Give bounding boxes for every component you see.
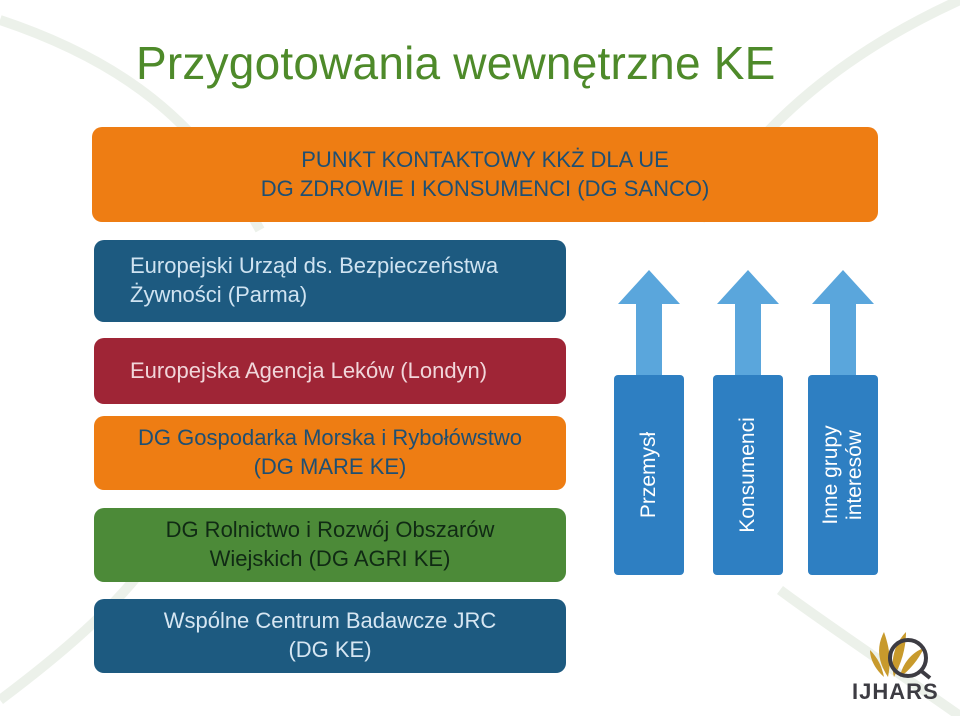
efsa-box: Europejski Urząd ds. Bezpieczeństwa Żywn… [94,240,566,322]
ema-line1: Europejska Agencja Leków (Londyn) [130,357,488,383]
wheat-sheaf-logo-icon [870,632,932,680]
ema-box: Europejska Agencja Leków (Londyn) [94,338,566,404]
pillar-industry-text: Przemysł [636,431,660,519]
contact-point-box: PUNKT KONTAKTOWY KKŻ DLA UE DG ZDROWIE I… [92,127,878,222]
dg-mare-line2: (DG MARE KE) [253,454,407,479]
efsa-line2: Żywności (Parma) [130,282,308,307]
efsa-line1: Europejski Urząd ds. Bezpieczeństwa [130,253,499,279]
jrc-line2: (DG KE) [288,637,372,662]
arrow-up-icon [717,270,779,380]
dg-agri-box: DG Rolnictwo i Rozwój Obszarów Wiejskich… [94,508,566,582]
pillar-other-groups-line2: interesów [843,430,866,520]
pillar-consumers: Konsumenci [713,375,783,575]
pillar-other-groups-label: Inne grupy interesów [819,425,867,524]
dg-agri-line1: DG Rolnictwo i Rozwój Obszarów [165,517,495,543]
arrow-up-icon [812,270,874,380]
jrc-line1: Wspólne Centrum Badawcze JRC [163,608,497,634]
pillar-consumers-text: Konsumenci [735,417,759,533]
dg-mare-line1: DG Gospodarka Morska i Rybołówstwo [138,425,522,451]
pillar-other-groups-line1: Inne grupy [818,425,842,525]
page-title: Przygotowania wewnętrzne KE [136,37,776,89]
dg-mare-box: DG Gospodarka Morska i Rybołówstwo (DG M… [94,416,566,490]
contact-point-line2: DG ZDROWIE I KONSUMENCI (DG SANCO) [260,175,710,201]
dg-agri-line2: Wiejskich (DG AGRI KE) [209,546,451,571]
pillar-industry-label: Przemysł [637,432,661,518]
contact-point-line1: PUNKT KONTAKTOWY KKŻ DLA UE [301,146,669,172]
jrc-box: Wspólne Centrum Badawcze JRC (DG KE) [94,599,566,673]
pillar-other-groups: Inne grupy interesów [808,375,878,575]
arrow-up-icon [618,270,680,380]
logo-text: IJHARS [852,679,939,704]
pillar-industry: Przemysł [614,375,684,575]
pillar-consumers-label: Konsumenci [736,417,760,533]
